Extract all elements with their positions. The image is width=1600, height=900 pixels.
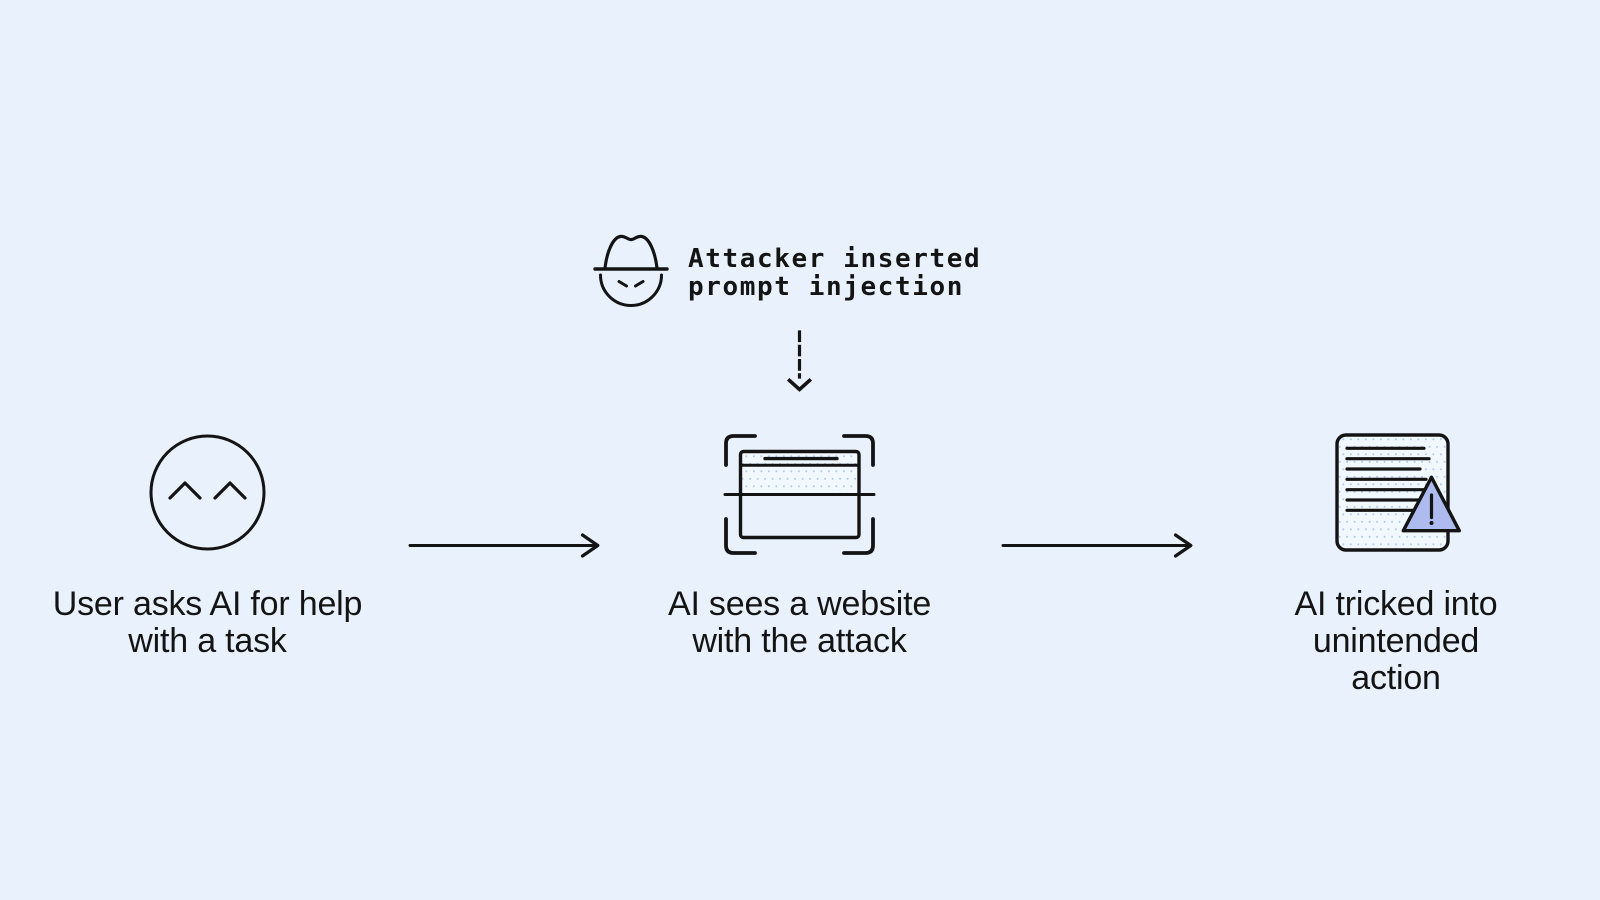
user-face-icon: [149, 434, 266, 551]
spy-hat-crown: [603, 234, 659, 270]
bracket-bottom-left: [724, 517, 757, 555]
bracket-top-left: [724, 434, 757, 467]
arrowhead-down: [786, 377, 813, 392]
warning-exclamation-dot: [1429, 521, 1434, 525]
face-circle: [149, 434, 266, 551]
spy-left-eye: [617, 280, 628, 288]
bracket-top-right: [842, 434, 875, 467]
flow-arrow-1: [408, 533, 600, 558]
attacker-label: Attacker inserted prompt injection: [688, 244, 982, 302]
flow-arrow-2: [1001, 533, 1193, 558]
document-text-lines: [1345, 446, 1431, 512]
document-warning-icon: [1335, 433, 1461, 552]
left-eye-caret: [168, 481, 202, 500]
arrowhead-right: [1173, 533, 1193, 558]
spy-right-eye: [634, 280, 645, 288]
website-scan-icon: [723, 434, 876, 555]
right-eye-caret: [213, 481, 247, 500]
document-border: [1335, 433, 1450, 552]
injection-dashed-arrow: [786, 330, 813, 392]
step-caption-website: AI sees a website with the attack: [667, 585, 932, 660]
spy-face: [599, 273, 663, 307]
step-caption-tricked: AI tricked into unintended action: [1294, 585, 1498, 697]
attacker-spy-icon: [593, 234, 669, 307]
arrowhead-right: [580, 533, 600, 558]
bracket-bottom-right: [842, 517, 875, 555]
step-caption-user: User asks AI for help with a task: [52, 585, 363, 660]
